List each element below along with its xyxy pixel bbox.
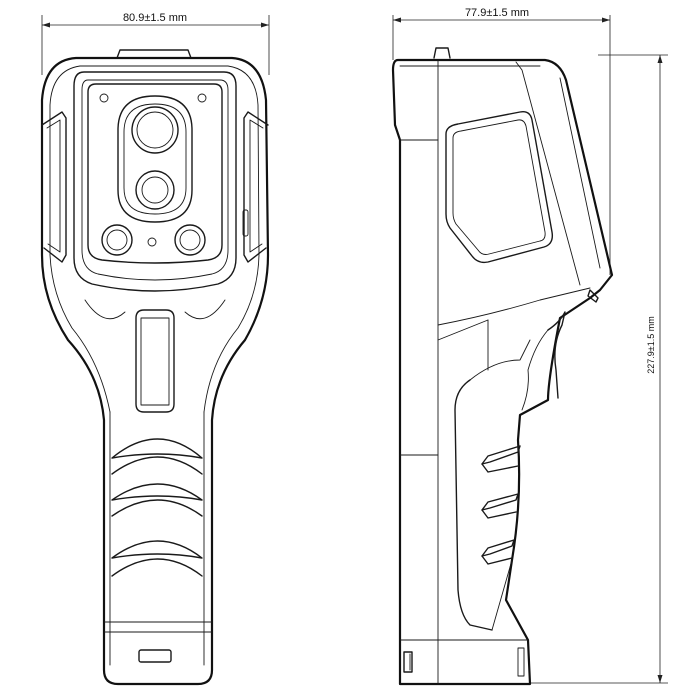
height-label: 227.9±1.5 mm <box>646 316 656 373</box>
front-view <box>40 49 270 686</box>
side-grip-ribs <box>481 445 521 565</box>
side-view <box>391 47 614 686</box>
front-grip-ribs <box>111 438 203 577</box>
height-dimension: 227.9±1.5 mm <box>530 54 668 684</box>
depth-dimension: 77.9±1.5 mm <box>392 7 611 275</box>
depth-label: 77.9±1.5 mm <box>465 7 529 19</box>
width-dimension: 80.9±1.5 mm <box>41 12 270 75</box>
width-label: 80.9±1.5 mm <box>123 12 187 24</box>
